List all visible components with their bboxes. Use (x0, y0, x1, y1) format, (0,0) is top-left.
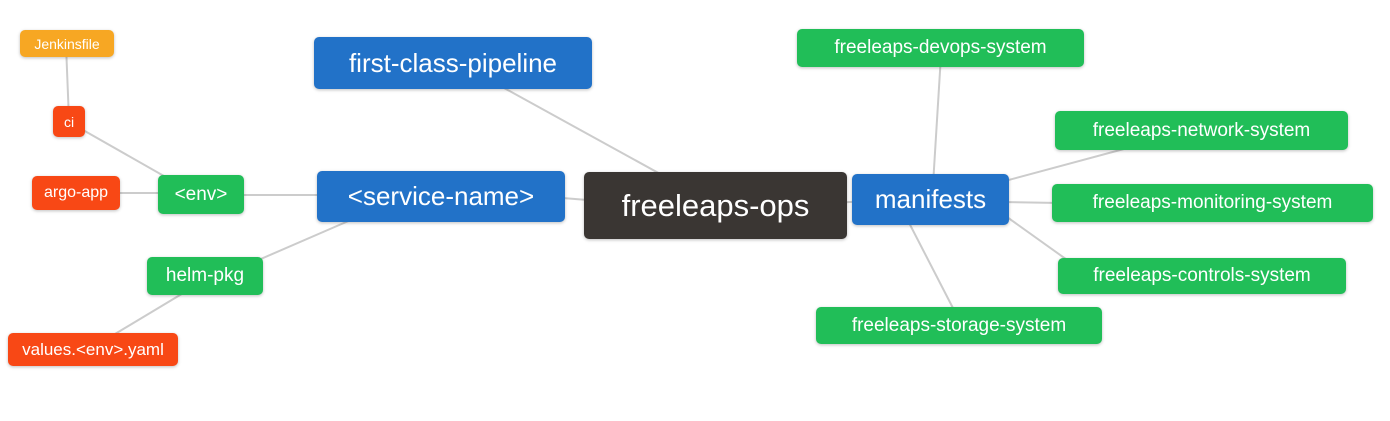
node-freeleaps-controls-system[interactable]: freeleaps-controls-system (1058, 258, 1346, 294)
node-first-class-pipeline[interactable]: first-class-pipeline (314, 37, 592, 89)
node-service-name[interactable]: <service-name> (317, 171, 565, 222)
edge-manifests-controls (999, 211, 1071, 263)
node-manifests[interactable]: manifests (852, 174, 1009, 225)
edge-manifests-storage (904, 214, 956, 313)
edge-helm-pkg-values (104, 291, 186, 341)
node-values-env-yaml[interactable]: values.<env>.yaml (8, 333, 178, 366)
edge-manifests-devops (932, 54, 942, 186)
node-jenkinsfile[interactable]: Jenkinsfile (20, 30, 114, 57)
edge-manifests-network (989, 145, 1136, 186)
node-ci[interactable]: ci (53, 106, 85, 137)
node-env[interactable]: <env> (158, 175, 244, 214)
node-freeleaps-storage-system[interactable]: freeleaps-storage-system (816, 307, 1102, 344)
node-freeleaps-network-system[interactable]: freeleaps-network-system (1055, 111, 1348, 150)
node-argo-app[interactable]: argo-app (32, 176, 120, 210)
node-freeleaps-monitoring-system[interactable]: freeleaps-monitoring-system (1052, 184, 1373, 222)
node-helm-pkg[interactable]: helm-pkg (147, 257, 263, 295)
node-freeleaps-ops-root[interactable]: freeleaps-ops (584, 172, 847, 239)
edge-manifests-monitoring (999, 201, 1061, 204)
node-freeleaps-devops-system[interactable]: freeleaps-devops-system (797, 29, 1084, 67)
edge-pipeline-ops (494, 82, 674, 182)
